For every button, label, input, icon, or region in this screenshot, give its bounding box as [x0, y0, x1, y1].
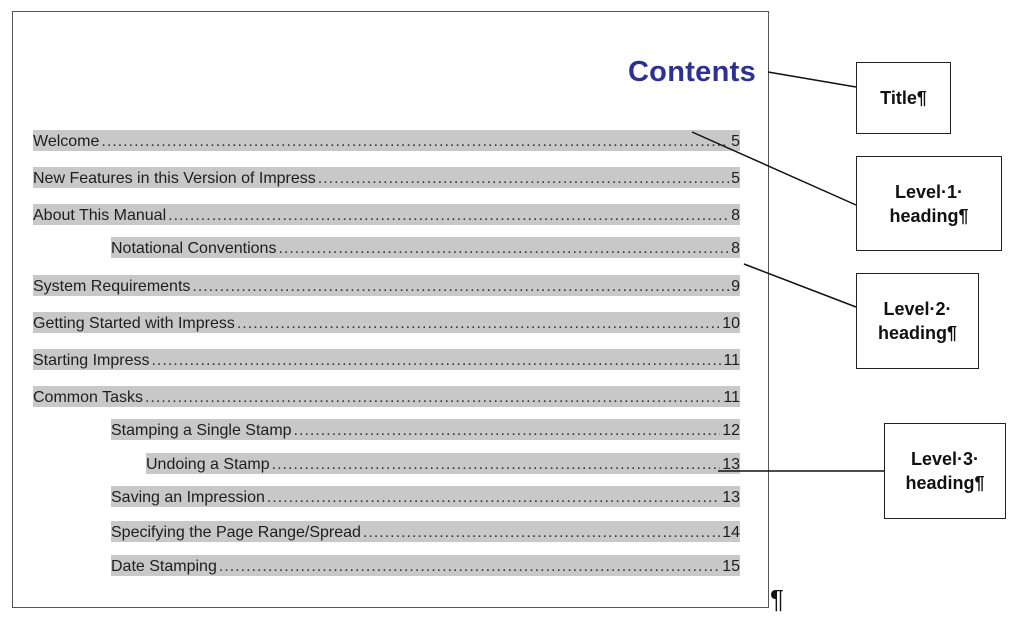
toc-entry: Starting Impress........................… — [33, 349, 740, 370]
toc-entry-label: Welcome — [33, 133, 100, 150]
toc-leader-dots: ........................................… — [293, 422, 721, 439]
toc-leader-dots: ........................................… — [192, 278, 730, 295]
toc-leader-dots: ........................................… — [144, 389, 721, 406]
toc-entry: Stamping a Single Stamp.................… — [111, 419, 740, 440]
toc-entry-label: Saving an Impression — [111, 489, 265, 506]
toc-leader-dots: ........................................… — [266, 489, 720, 506]
title-connector-line — [767, 71, 857, 88]
toc-entry: About This Manual.......................… — [33, 204, 740, 225]
level2-connector-line — [743, 263, 857, 308]
toc-page-number: 8 — [731, 240, 740, 257]
toc-entry: Common Tasks............................… — [33, 386, 740, 407]
toc-entry: Saving an Impression....................… — [111, 486, 740, 507]
toc-entry-label: New Features in this Version of Impress — [33, 170, 316, 187]
document-page: Contents Welcome........................… — [12, 11, 769, 608]
callout-level3-heading: Level·3· heading¶ — [884, 423, 1006, 519]
toc-page-number: 12 — [722, 422, 740, 439]
toc-entry-label: Starting Impress — [33, 352, 150, 369]
toc-leader-dots: ........................................… — [317, 170, 729, 187]
callout-title: Title¶ — [856, 62, 951, 134]
toc-entry-label: Undoing a Stamp — [146, 456, 270, 473]
toc-page-number: 11 — [723, 352, 740, 369]
toc-leader-dots: ........................................… — [278, 240, 730, 257]
toc-entry: Welcome.................................… — [33, 130, 740, 151]
toc-page-number: 13 — [722, 489, 740, 506]
toc-entry-label: Common Tasks — [33, 389, 143, 406]
toc-leader-dots: ........................................… — [271, 456, 721, 473]
toc-leader-dots: ........................................… — [218, 558, 721, 575]
toc-entry-label: Getting Started with Impress — [33, 315, 235, 332]
toc-entry-label: Date Stamping — [111, 558, 217, 575]
callout-level2-heading: Level·2· heading¶ — [856, 273, 979, 369]
toc-entry: Getting Started with Impress............… — [33, 312, 740, 333]
toc-leader-dots: ........................................… — [236, 315, 721, 332]
toc-entry: Date Stamping...........................… — [111, 555, 740, 576]
toc-leader-dots: ........................................… — [151, 352, 722, 369]
toc-page-number: 5 — [731, 170, 740, 187]
toc-page-number: 5 — [731, 133, 740, 150]
toc-page-number: 10 — [722, 315, 740, 332]
toc-leader-dots: ........................................… — [362, 524, 720, 541]
toc-entry: System Requirements.....................… — [33, 275, 740, 296]
toc-entry: New Features in this Version of Impress.… — [33, 167, 740, 188]
toc-leader-dots: ........................................… — [168, 207, 729, 224]
toc-entry-label: Notational Conventions — [111, 240, 277, 257]
toc-entry: Notational Conventions..................… — [111, 237, 740, 258]
toc-entry-label: Stamping a Single Stamp — [111, 422, 292, 439]
paragraph-mark: ¶ — [770, 584, 784, 614]
callout-level1-heading: Level·1· heading¶ — [856, 156, 1002, 251]
toc-page-number: 13 — [722, 456, 740, 473]
level1-connector-line — [691, 131, 857, 206]
toc-title: Contents — [627, 56, 756, 88]
toc-page-number: 14 — [722, 524, 740, 541]
toc-page-number: 11 — [723, 389, 740, 406]
toc-entry: Undoing a Stamp.........................… — [146, 453, 740, 474]
toc-page-number: 9 — [731, 278, 740, 295]
toc-entry: Specifying the Page Range/Spread........… — [111, 521, 740, 542]
toc-entry-label: About This Manual — [33, 207, 167, 224]
toc-leader-dots: ........................................… — [101, 133, 729, 150]
toc-entry-label: System Requirements — [33, 278, 191, 295]
toc-page-number: 15 — [722, 558, 740, 575]
toc-page-number: 8 — [731, 207, 740, 224]
toc-entry-label: Specifying the Page Range/Spread — [111, 524, 361, 541]
